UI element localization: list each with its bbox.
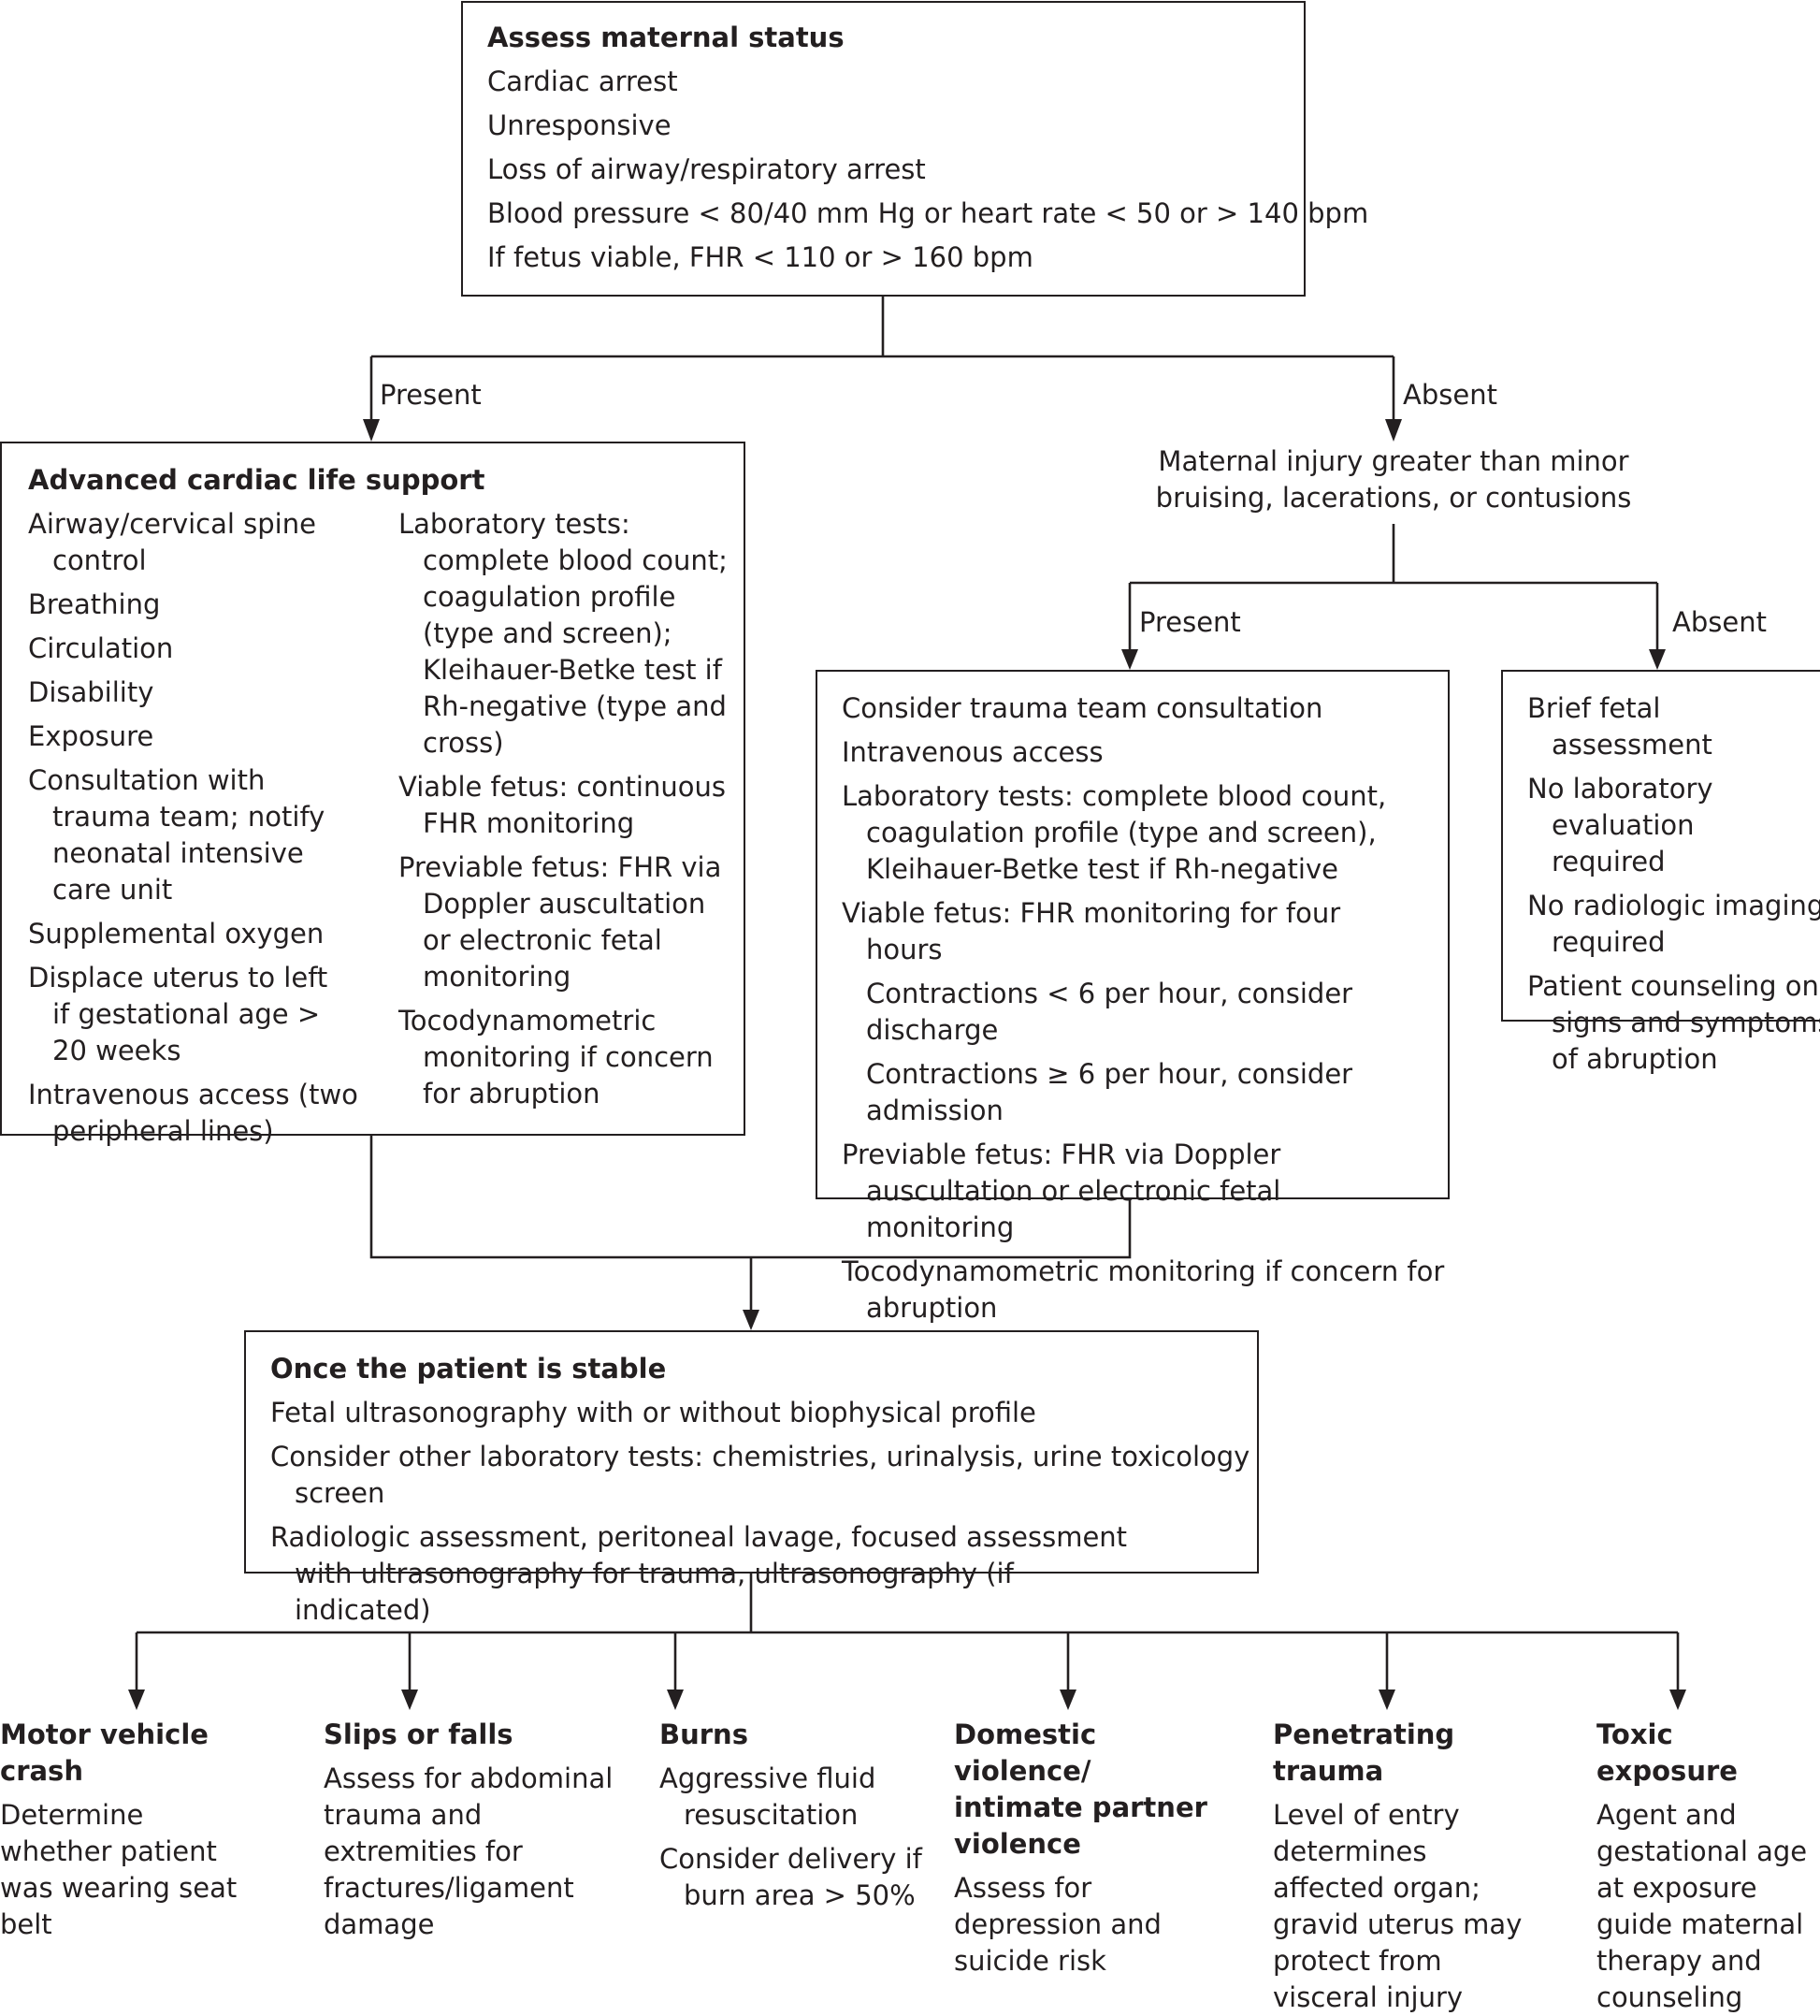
acls-right-item: Previable fetus: FHR via Doppler auscult… [398, 851, 722, 993]
category-text: Agent and gestational age at exposure gu… [1596, 1799, 1808, 2013]
maternal-injury-question: Maternal injury greater than minor bruis… [1122, 443, 1665, 516]
arrow-to-acls [363, 419, 380, 442]
category-burns: Burns Aggressive fluid resuscitation Con… [659, 1717, 931, 1922]
arrow-to-trauma [1121, 649, 1138, 670]
acls-left-item: Consultation with trauma team; notify ne… [28, 764, 325, 906]
acls-left-item: Breathing [28, 588, 161, 620]
assess-item: Loss of airway/respiratory arrest [487, 153, 926, 185]
acls-left-item: Disability [28, 676, 154, 708]
acls-right-column: Laboratory tests: complete blood count; … [398, 506, 735, 1120]
stable-item: Radiologic assessment, peritoneal lavage… [270, 1521, 1128, 1626]
brief-item: No laboratory evaluation required [1527, 773, 1713, 877]
brief-item: Brief fetal assessment [1527, 692, 1712, 761]
arrow-cat-6 [1669, 1690, 1686, 1710]
category-slips-or-falls: Slips or falls Assess for abdominal trau… [324, 1717, 632, 1943]
brief-item: Patient counseling on signs and symptoms… [1527, 970, 1820, 1075]
category-text: Determine whether patient was wearing se… [0, 1799, 238, 1940]
assess-item: Blood pressure < 80/40 mm Hg or heart ra… [487, 197, 1369, 229]
category-toxic-exposure: Toxic exposure Agent and gestational age… [1596, 1717, 1817, 2016]
stable-title: Once the patient is stable [270, 1353, 667, 1385]
brief-fetal-assessment-box: Brief fetal assessment No laboratory eva… [1501, 670, 1820, 1075]
arrow-cat-4 [1060, 1690, 1076, 1710]
arrow-to-injury [1385, 419, 1402, 442]
assess-title: Assess maternal status [487, 22, 845, 53]
label-present-2: Present [1139, 606, 1241, 638]
acls-left-item: Airway/cervical spine control [28, 508, 316, 576]
injury-line-1: Maternal injury greater than minor [1158, 445, 1629, 477]
trauma-item: Tocodynamometric monitoring if concern f… [842, 1255, 1445, 1324]
acls-left-column: Airway/cervical spine control Breathing … [28, 506, 365, 1157]
label-absent-2: Absent [1672, 606, 1767, 638]
trauma-item: Intravenous access [842, 736, 1104, 768]
assess-item: Cardiac arrest [487, 65, 678, 97]
trauma-subitem: Contractions ≥ 6 per hour, consider admi… [866, 1058, 1353, 1126]
category-title: Slips or falls [324, 1719, 513, 1750]
brief-item: No radiologic imaging required [1527, 890, 1820, 958]
category-title: Toxic exposure [1596, 1719, 1738, 1787]
assess-item: Unresponsive [487, 109, 672, 141]
category-text: Assess for abdominal trauma and extremit… [324, 1762, 614, 1940]
trauma-item: Previable fetus: FHR via Doppler auscult… [842, 1139, 1281, 1243]
arrow-to-stable [743, 1310, 759, 1330]
trauma-consult-box: Consider trauma team consultation Intrav… [816, 670, 1450, 1324]
label-absent-1: Absent [1403, 379, 1497, 411]
category-title: Burns [659, 1719, 748, 1750]
connector-bottom-split [137, 1572, 1678, 1634]
patient-stable-box: Once the patient is stable Fetal ultraso… [244, 1330, 1259, 1626]
acls-left-item: Intravenous access (two peripheral lines… [28, 1079, 358, 1147]
trauma-item: Laboratory tests: complete blood count, … [842, 780, 1387, 885]
arrow-cat-1 [128, 1690, 145, 1710]
connector-assess-split [371, 296, 1394, 358]
trauma-item: Viable fetus: FHR monitoring for four ho… [842, 897, 1341, 965]
acls-box: Advanced cardiac life support Airway/cer… [0, 442, 745, 1147]
stable-item: Fetal ultrasonography with or without bi… [270, 1397, 1036, 1429]
acls-right-item: Tocodynamometric monitoring if concern f… [398, 1005, 714, 1110]
stable-item: Consider other laboratory tests: chemist… [270, 1441, 1250, 1509]
acls-left-item: Displace uterus to left if gestational a… [28, 962, 328, 1066]
category-item: Aggressive fluid resuscitation [659, 1762, 876, 1831]
arrow-cat-2 [401, 1690, 418, 1710]
acls-left-item: Circulation [28, 632, 174, 664]
category-item: Consider delivery if burn area > 50% [659, 1843, 922, 1911]
arrow-cat-5 [1379, 1690, 1395, 1710]
category-text: Level of entry determines affected organ… [1273, 1799, 1523, 2013]
category-title: Penetrating trauma [1273, 1719, 1455, 1787]
acls-title: Advanced cardiac life support [28, 464, 485, 496]
connector-injury-split [1130, 524, 1657, 585]
category-title: Domestic violence/ intimate partner viol… [954, 1719, 1207, 1860]
acls-left-item: Supplemental oxygen [28, 918, 325, 950]
arrow-cat-3 [667, 1690, 684, 1710]
category-domestic-violence: Domestic violence/ intimate partner viol… [954, 1717, 1235, 1980]
assess-maternal-status-box: Assess maternal status Cardiac arrest Un… [461, 1, 1369, 297]
trauma-subitem: Contractions < 6 per hour, consider disc… [866, 978, 1353, 1046]
category-text: Assess for depression and suicide risk [954, 1872, 1162, 1977]
category-motor-vehicle-crash: Motor vehicle crash Determine whether pa… [0, 1717, 281, 1943]
category-title: Motor vehicle crash [0, 1719, 209, 1787]
injury-line-2: bruising, lacerations, or contusions [1155, 482, 1632, 514]
category-penetrating-trauma: Penetrating trauma Level of entry determ… [1273, 1717, 1563, 2016]
assess-item: If fetus viable, FHR < 110 or > 160 bpm [487, 241, 1033, 273]
acls-right-item: Viable fetus: continuous FHR monitoring [398, 771, 726, 839]
label-present-1: Present [380, 379, 482, 411]
trauma-item: Consider trauma team consultation [842, 692, 1323, 724]
arrow-to-brief [1649, 649, 1666, 670]
connector-lines [128, 296, 1686, 1710]
acls-right-item: Laboratory tests: complete blood count; … [398, 508, 728, 759]
acls-left-item: Exposure [28, 720, 154, 752]
connector-merge [369, 1135, 1132, 1313]
